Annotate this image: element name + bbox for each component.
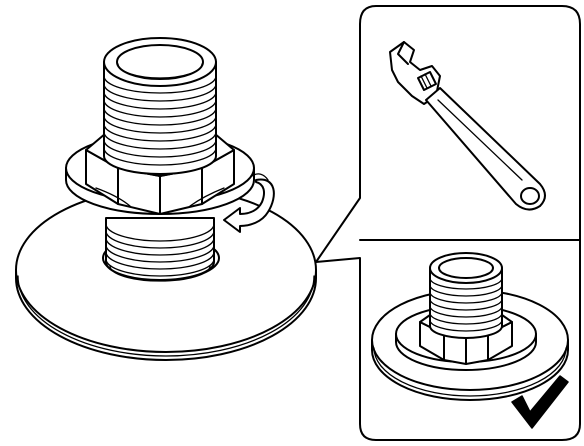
adjustable-wrench-icon xyxy=(389,41,546,211)
result-threads xyxy=(429,252,503,339)
lower-threads xyxy=(105,217,215,282)
clockwise-rotation-arrow-icon xyxy=(223,173,275,233)
upper-threads xyxy=(103,37,217,175)
wrench-panel xyxy=(389,41,546,211)
checkmark-icon xyxy=(511,375,569,429)
result-panel xyxy=(371,252,569,429)
main-fitting-assembly xyxy=(15,37,317,361)
